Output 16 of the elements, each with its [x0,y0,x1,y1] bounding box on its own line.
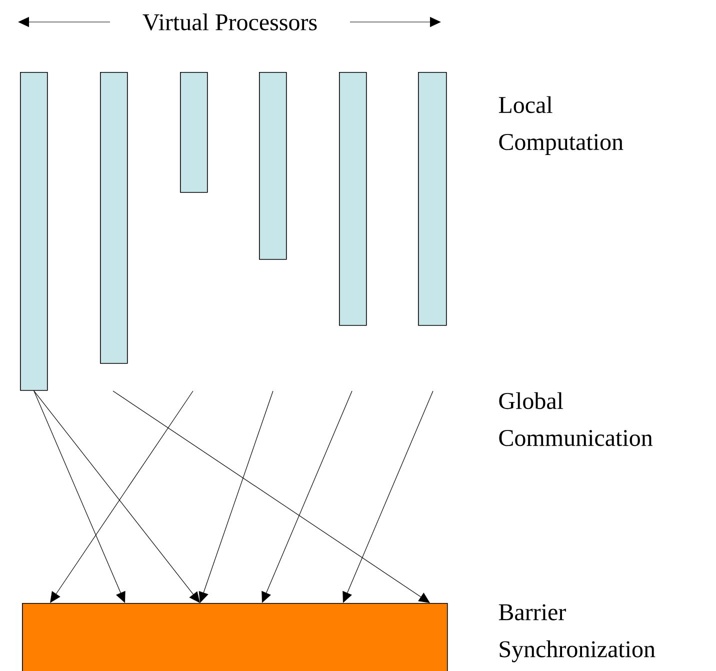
arrow [198,390,274,603]
processor-bar [20,72,48,391]
arrow [34,390,126,603]
phase-label: Global Communication [499,392,653,446]
processor-bar [339,72,367,326]
phase-label: Barrier Synchronization [498,604,656,662]
phase-label: Local Computation [498,96,624,155]
processor-bar [418,72,447,326]
processor-bar [180,72,208,193]
arrow [342,390,434,603]
arrow [262,390,352,603]
processor-bar [259,72,287,260]
arrow [112,390,430,603]
processor-bar [100,72,128,364]
heading-text: Virtual Processors [142,13,317,30]
barrier-bar [22,603,448,671]
